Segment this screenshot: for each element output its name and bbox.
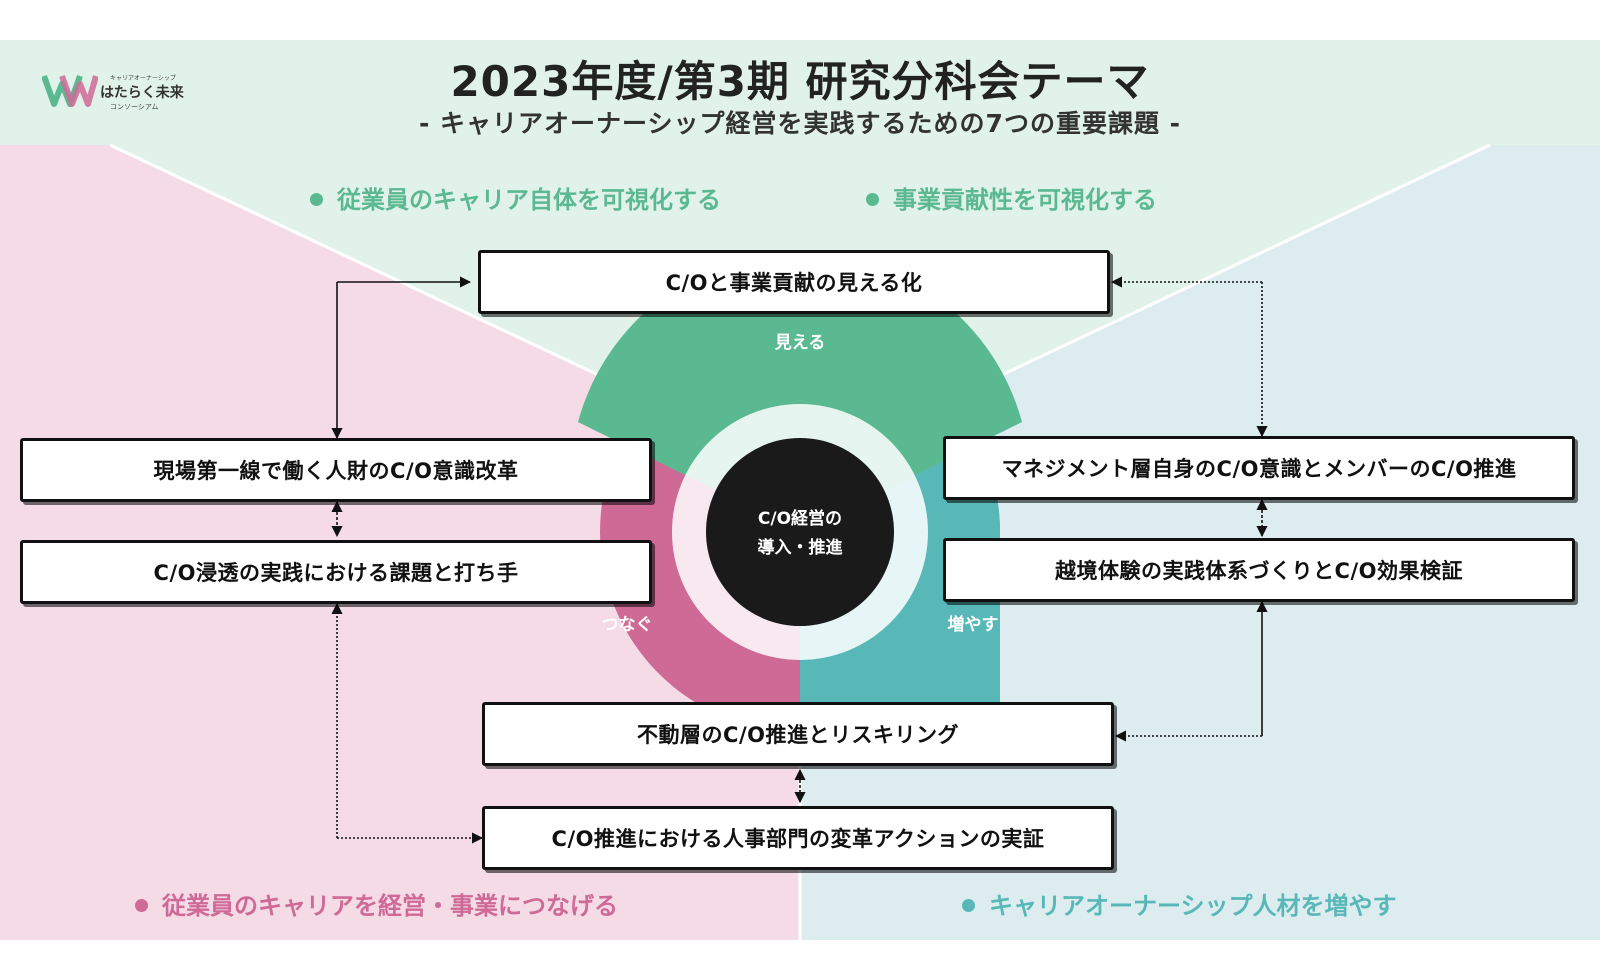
- center-label-line1: C/O経営の: [758, 508, 842, 529]
- legend-dot-icon: [135, 898, 148, 912]
- theme-box-penetration-issues: C/O浸透の実践における課題と打ち手: [20, 540, 652, 604]
- legend-dot-icon: [310, 192, 323, 206]
- legend-bottom-left-text: 従業員のキャリアを経営・事業につなげる: [162, 892, 618, 920]
- legend-top-left-text: 従業員のキャリア自体を可視化する: [337, 186, 721, 214]
- legend-top-right: 事業貢献性を可視化する: [866, 180, 1157, 215]
- legend-bottom-right: キャリアオーナーシップ人材を増やす: [962, 886, 1397, 921]
- logo-mark-icon: [41, 74, 99, 107]
- legend-dot-icon: [962, 898, 975, 912]
- logo-sub-text: コンソーシアム: [110, 103, 159, 111]
- theme-box-visualize-contribution: C/Oと事業貢献の見える化: [478, 250, 1110, 314]
- theme-box-frontline-awareness: 現場第一線で働く人財のC/O意識改革: [20, 438, 652, 502]
- logo-name: はたらく未来: [100, 85, 184, 101]
- page-title: 2023年度/第3期 研究分科会テーマ: [450, 57, 1150, 106]
- ring-label-increase: 増やす: [948, 614, 999, 635]
- ring-segment-visible: [578, 252, 1022, 532]
- center-circle: [706, 438, 894, 626]
- legend-bottom-left: 従業員のキャリアを経営・事業につなげる: [135, 886, 618, 921]
- legend-top-right-text: 事業貢献性を可視化する: [893, 186, 1157, 214]
- legend-dot-icon: [866, 192, 879, 206]
- logo: キャリアオーナーシップ はたらく未来 コンソーシアム: [41, 70, 192, 120]
- theme-box-hr-transformation: C/O推進における人事部門の変革アクションの実証: [482, 806, 1114, 870]
- ring-label-visible: 見える: [774, 333, 826, 353]
- center-label-line2: 導入・推進: [758, 537, 843, 558]
- legend-top-left: 従業員のキャリア自体を可視化する: [310, 180, 721, 215]
- page-subtitle: - キャリアオーナーシップ経営を実践するための7つの重要課題 -: [418, 109, 1182, 138]
- theme-box-cross-border-experience: 越境体験の実践体系づくりとC/O効果検証: [943, 538, 1575, 602]
- theme-box-inactive-layer-reskilling: 不動層のC/O推進とリスキリング: [482, 702, 1114, 766]
- logo-top-text: キャリアオーナーシップ: [110, 75, 176, 82]
- ring-label-connect: つなぐ: [602, 615, 653, 635]
- theme-box-management-awareness: マネジメント層自身のC/O意識とメンバーのC/O推進: [943, 436, 1575, 500]
- legend-bottom-right-text: キャリアオーナーシップ人材を増やす: [989, 892, 1397, 920]
